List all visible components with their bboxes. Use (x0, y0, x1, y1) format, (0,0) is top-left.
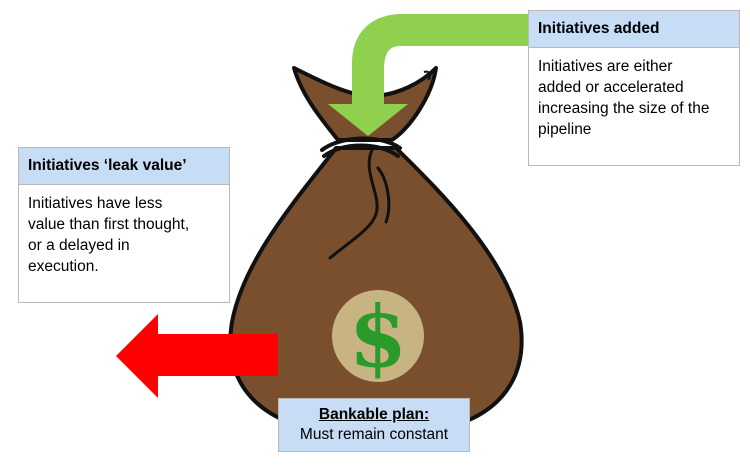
initiatives-added-line: Initiatives are either (538, 58, 673, 75)
initiatives-added-line: pipeline (538, 121, 592, 138)
outflow-arrow-icon (116, 314, 278, 398)
initiatives-leak-text: Initiatives have less value than first t… (19, 185, 229, 285)
initiatives-leak-line: value than first thought, (28, 216, 190, 233)
initiatives-added-line: added or accelerated (538, 79, 684, 96)
bag-string-end (376, 166, 391, 224)
initiatives-leak-line: execution. (28, 258, 99, 275)
initiatives-leak-line: or a delayed in (28, 237, 130, 254)
initiatives-leak-line: Initiatives have less (28, 195, 163, 212)
initiatives-added-callout: Initiatives added Initiatives are either… (528, 10, 740, 166)
initiatives-added-text: Initiatives are either added or accelera… (529, 48, 739, 148)
dollar-symbol: $ (349, 287, 407, 386)
initiatives-leak-callout: Initiatives ‘leak value’ Initiatives hav… (18, 147, 230, 303)
initiatives-added-line: increasing the size of the (538, 100, 710, 117)
inflow-arrow-icon (328, 14, 530, 136)
initiatives-leak-title: Initiatives ‘leak value’ (19, 148, 229, 185)
bag-tie (320, 136, 402, 158)
bankable-plan-title: Bankable plan: (318, 406, 430, 423)
bag-curl (423, 70, 432, 81)
dollar-coin-icon: $ (332, 287, 424, 386)
bankable-plan-subtitle: Must remain constant (299, 426, 449, 443)
bag-string (328, 148, 379, 260)
initiatives-added-title: Initiatives added (529, 11, 739, 48)
bankable-plan-label: Bankable plan: Must remain constant (278, 398, 470, 452)
